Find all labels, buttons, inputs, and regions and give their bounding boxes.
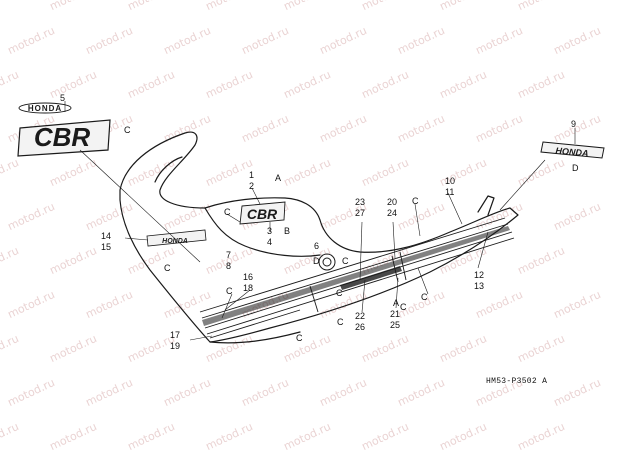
leader-c-mid — [226, 213, 241, 223]
leader-16 — [224, 289, 251, 311]
callout-15: 15 — [101, 242, 112, 252]
fairing-outline — [119, 131, 519, 343]
callout-25: 25 — [390, 320, 401, 330]
panel-ridge — [204, 207, 321, 257]
callout-11: 11 — [445, 187, 455, 197]
callout-c-right: C — [421, 292, 428, 302]
callout-22: 22 — [355, 311, 366, 321]
callout-7: 7 — [226, 250, 232, 260]
callout-c-bottom-left: C — [296, 333, 303, 343]
callout-c-under-six: C — [337, 317, 344, 327]
leader-21 — [395, 277, 399, 309]
callout-d-right: D — [572, 163, 579, 173]
leader-20 — [392, 221, 396, 259]
callout-23: 23 — [355, 197, 366, 207]
honda-badge-right: HONDA — [540, 141, 605, 159]
callout-3: 3 — [267, 226, 273, 236]
cbr-emblem-large: CBR — [17, 119, 111, 157]
leader-10 — [447, 192, 463, 225]
callout-13: 13 — [474, 281, 485, 291]
callout-5: 5 — [60, 93, 66, 103]
cap-part — [318, 253, 336, 271]
side-decal-left: HONDA — [146, 229, 207, 247]
callout-16: 16 — [243, 272, 254, 282]
honda-badge-left-text: HONDA — [28, 104, 62, 113]
diagram-code: HM53-P3502 A — [486, 377, 548, 386]
honda-badge-right-text: HONDA — [555, 146, 589, 159]
callout-26: 26 — [355, 322, 366, 332]
cbr-emblem-small-text: CBR — [247, 206, 278, 222]
leader-14 — [124, 237, 149, 241]
callout-c-top-left: C — [124, 125, 131, 135]
callout-d-six: D — [313, 256, 320, 266]
callout-2: 2 — [249, 181, 255, 191]
leader-c-upper-right — [414, 203, 421, 237]
rear-tab — [477, 195, 495, 216]
cap-inner — [322, 257, 332, 267]
callout-1: 1 — [249, 170, 255, 180]
stripe-fill-long — [202, 226, 510, 326]
callout-21: 21 — [390, 309, 401, 319]
cbr-emblem-large-text: CBR — [34, 122, 91, 152]
callout-17: 17 — [170, 330, 181, 340]
leader-9-long — [499, 159, 546, 211]
leader-23 — [359, 221, 363, 281]
callout-b-mid: B — [284, 226, 291, 236]
callout-c-center: C — [336, 288, 343, 298]
honda-badge-left: HONDA — [18, 102, 72, 114]
callout-8: 8 — [226, 261, 232, 271]
callout-6: 6 — [314, 241, 320, 251]
callout-c-lower: C — [400, 302, 407, 312]
cbr-emblem-small: CBR — [239, 201, 286, 225]
callout-10: 10 — [445, 176, 456, 186]
leader-12 — [477, 231, 489, 269]
stripe-divider-3 — [399, 251, 407, 281]
callout-c-left: C — [164, 263, 171, 273]
callout-12: 12 — [474, 270, 485, 280]
leader-22 — [361, 279, 366, 313]
callout-4: 4 — [267, 237, 273, 247]
callout-18: 18 — [243, 283, 254, 293]
fairing-inner-cutout — [154, 156, 183, 183]
leader-c-right — [417, 267, 429, 295]
callout-c-stripes: C — [226, 286, 233, 296]
stripe-fill-short — [340, 266, 402, 290]
side-decal-left-text: HONDA — [162, 238, 188, 245]
callout-c-six: C — [342, 256, 349, 266]
leader-17 — [189, 335, 213, 341]
callout-c-upper-right: C — [412, 196, 419, 206]
callout-a-lower: A — [393, 298, 400, 308]
callout-20: 20 — [387, 197, 398, 207]
stripe-band-bottom — [209, 309, 301, 339]
callout-27: 27 — [355, 208, 366, 218]
lower-edge — [209, 331, 301, 344]
leader-5-long — [79, 149, 201, 263]
leader-c-lower — [221, 293, 233, 319]
callout-19: 19 — [170, 341, 181, 351]
stripe-band-upper-2 — [201, 223, 509, 319]
callout-9: 9 — [571, 119, 577, 129]
callout-a-top: A — [275, 173, 282, 183]
stripe-band-lower-2 — [206, 237, 515, 335]
callout-14: 14 — [101, 231, 112, 241]
callout-c-mid: C — [224, 207, 231, 217]
stripe-band-upper — [199, 217, 506, 313]
callout-24: 24 — [387, 208, 398, 218]
leader-2 — [251, 187, 261, 205]
